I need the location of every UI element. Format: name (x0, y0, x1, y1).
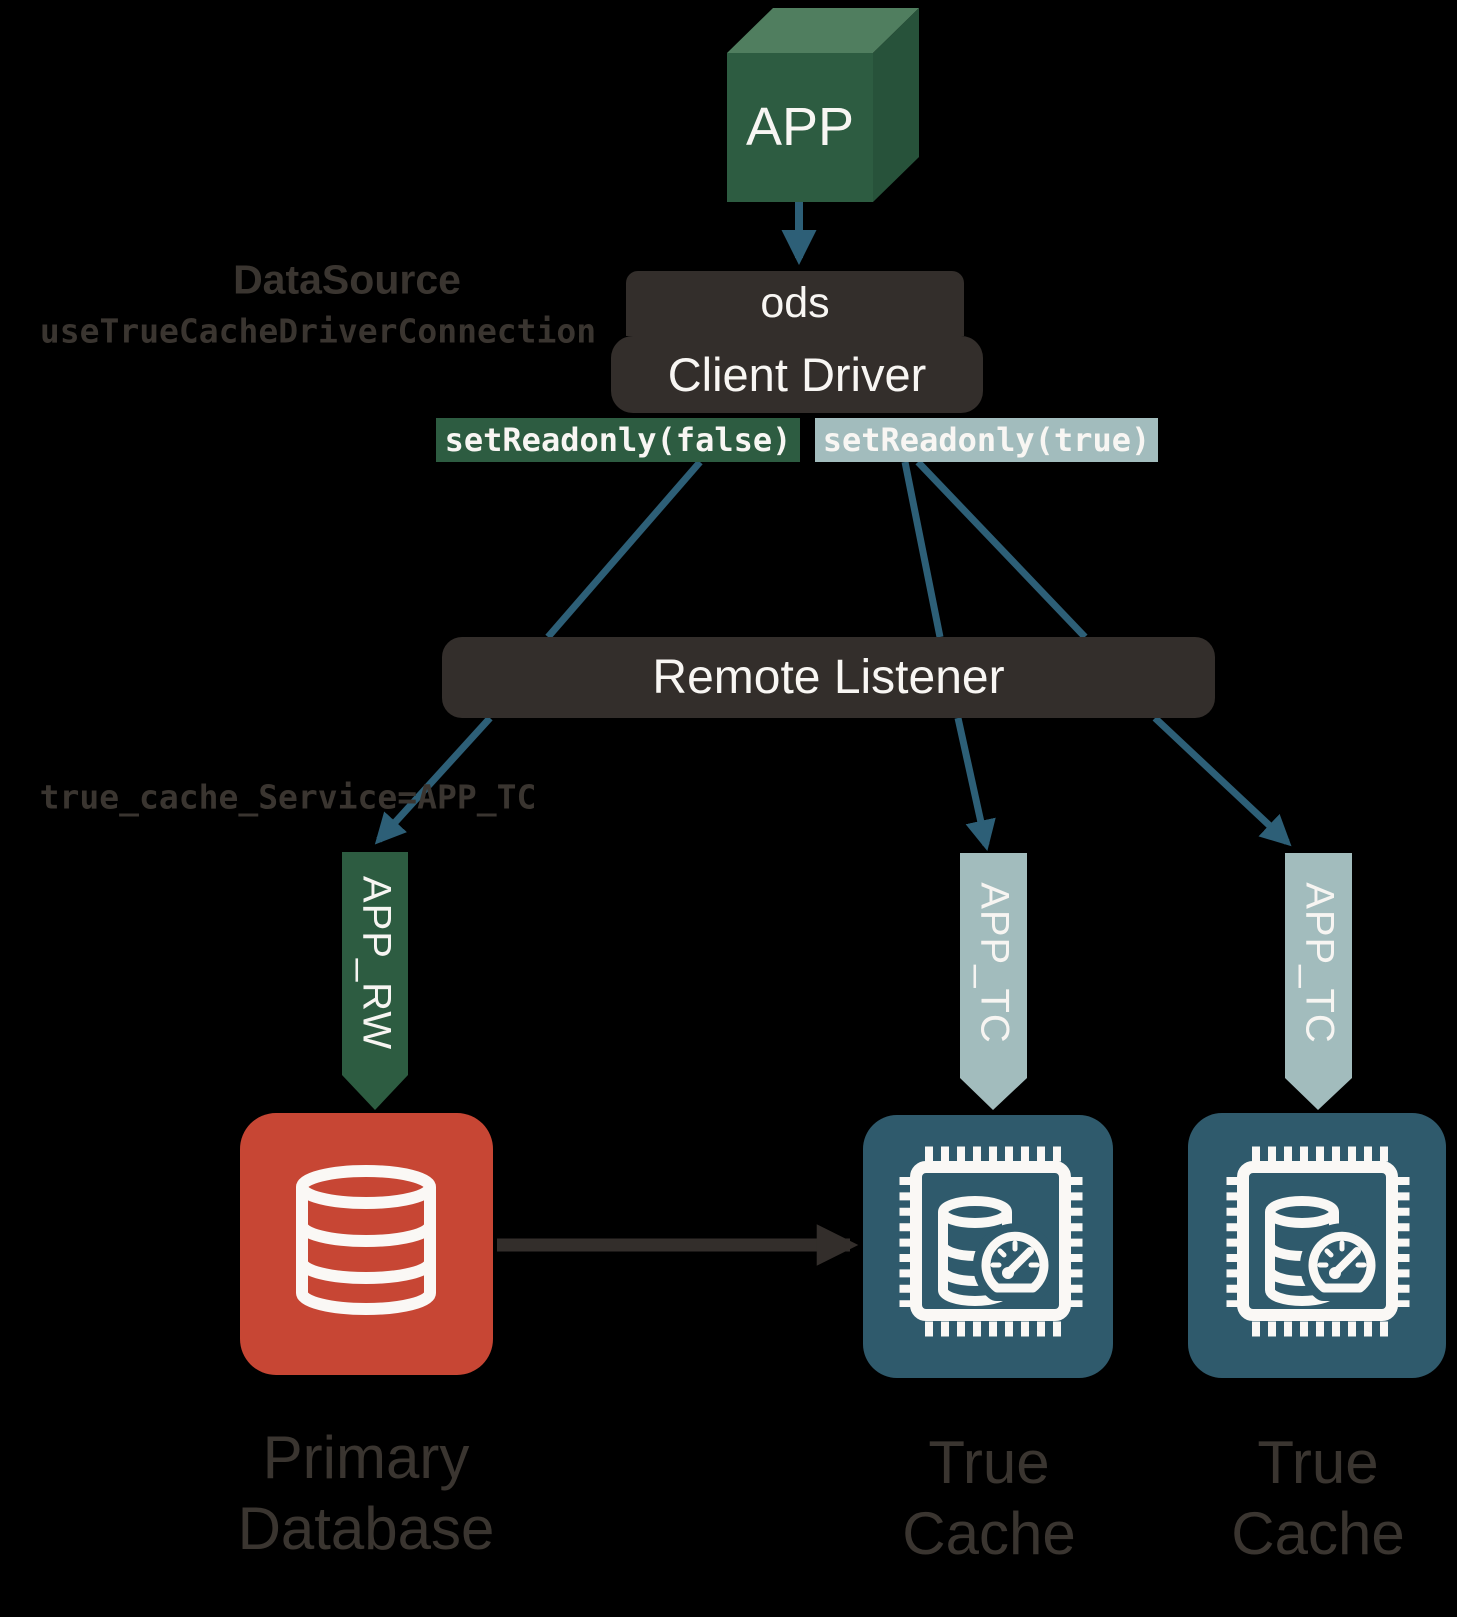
app-cube-icon (727, 8, 919, 202)
app-tc-ribbon-label-1: APP_TC (972, 882, 1017, 1044)
line-setreadonly-true-to-listener-2 (915, 459, 1088, 640)
datasource-label: DataSource (233, 256, 461, 303)
ods-label: ods (760, 279, 830, 327)
app-rw-ribbon (342, 852, 408, 1110)
arrow-listener-to-app-tc-1 (954, 717, 996, 852)
true-cache-service-label: true_cache_Service=APP_TC (39, 777, 537, 817)
cube-front-face (727, 53, 873, 202)
true-cache-caption-1: True Cache (902, 1429, 1076, 1567)
app-tc-ribbon-1 (960, 853, 1027, 1110)
set-readonly-false-label: setReadonly(false) (444, 421, 792, 459)
arrow-listener-to-app-rw (374, 715, 493, 845)
remote-listener-label: Remote Listener (652, 651, 1005, 704)
use-true-cache-driver-connection-label: useTrueCacheDriverConnection (39, 311, 597, 351)
database-cylinder-icon (296, 1187, 436, 1315)
arrow-listener-to-app-tc-2 (1152, 715, 1292, 847)
set-readonly-true-label: setReadonly(true) (822, 421, 1151, 459)
true-cache-caption-2: True Cache (1231, 1429, 1405, 1567)
remote-listener-box: Remote Listener (442, 637, 1215, 718)
app-tc-ribbon-label-2: APP_TC (1297, 882, 1342, 1044)
app-rw-ribbon-label: APP_RW (354, 875, 399, 1051)
client-driver-label: Client Driver (667, 348, 927, 401)
set-readonly-true-badge: setReadonly(true) (815, 418, 1158, 462)
set-readonly-false-badge: setReadonly(false) (436, 418, 800, 462)
line-setreadonly-true-to-listener-1 (901, 461, 944, 638)
primary-database-icon (240, 1113, 493, 1375)
ods-box: ods (626, 271, 964, 336)
line-setreadonly-false-to-listener (545, 459, 703, 640)
cube-side-face (873, 8, 919, 202)
client-driver-box: Client Driver (611, 336, 983, 413)
cube-top-face (727, 8, 919, 53)
app-tc-ribbon-2 (1285, 853, 1352, 1110)
primary-database-caption: Primary Database (237, 1424, 495, 1562)
app-node-label: APP (745, 97, 855, 157)
true-cache-icon-2 (1188, 1113, 1446, 1378)
true-cache-icon-1 (863, 1115, 1113, 1378)
